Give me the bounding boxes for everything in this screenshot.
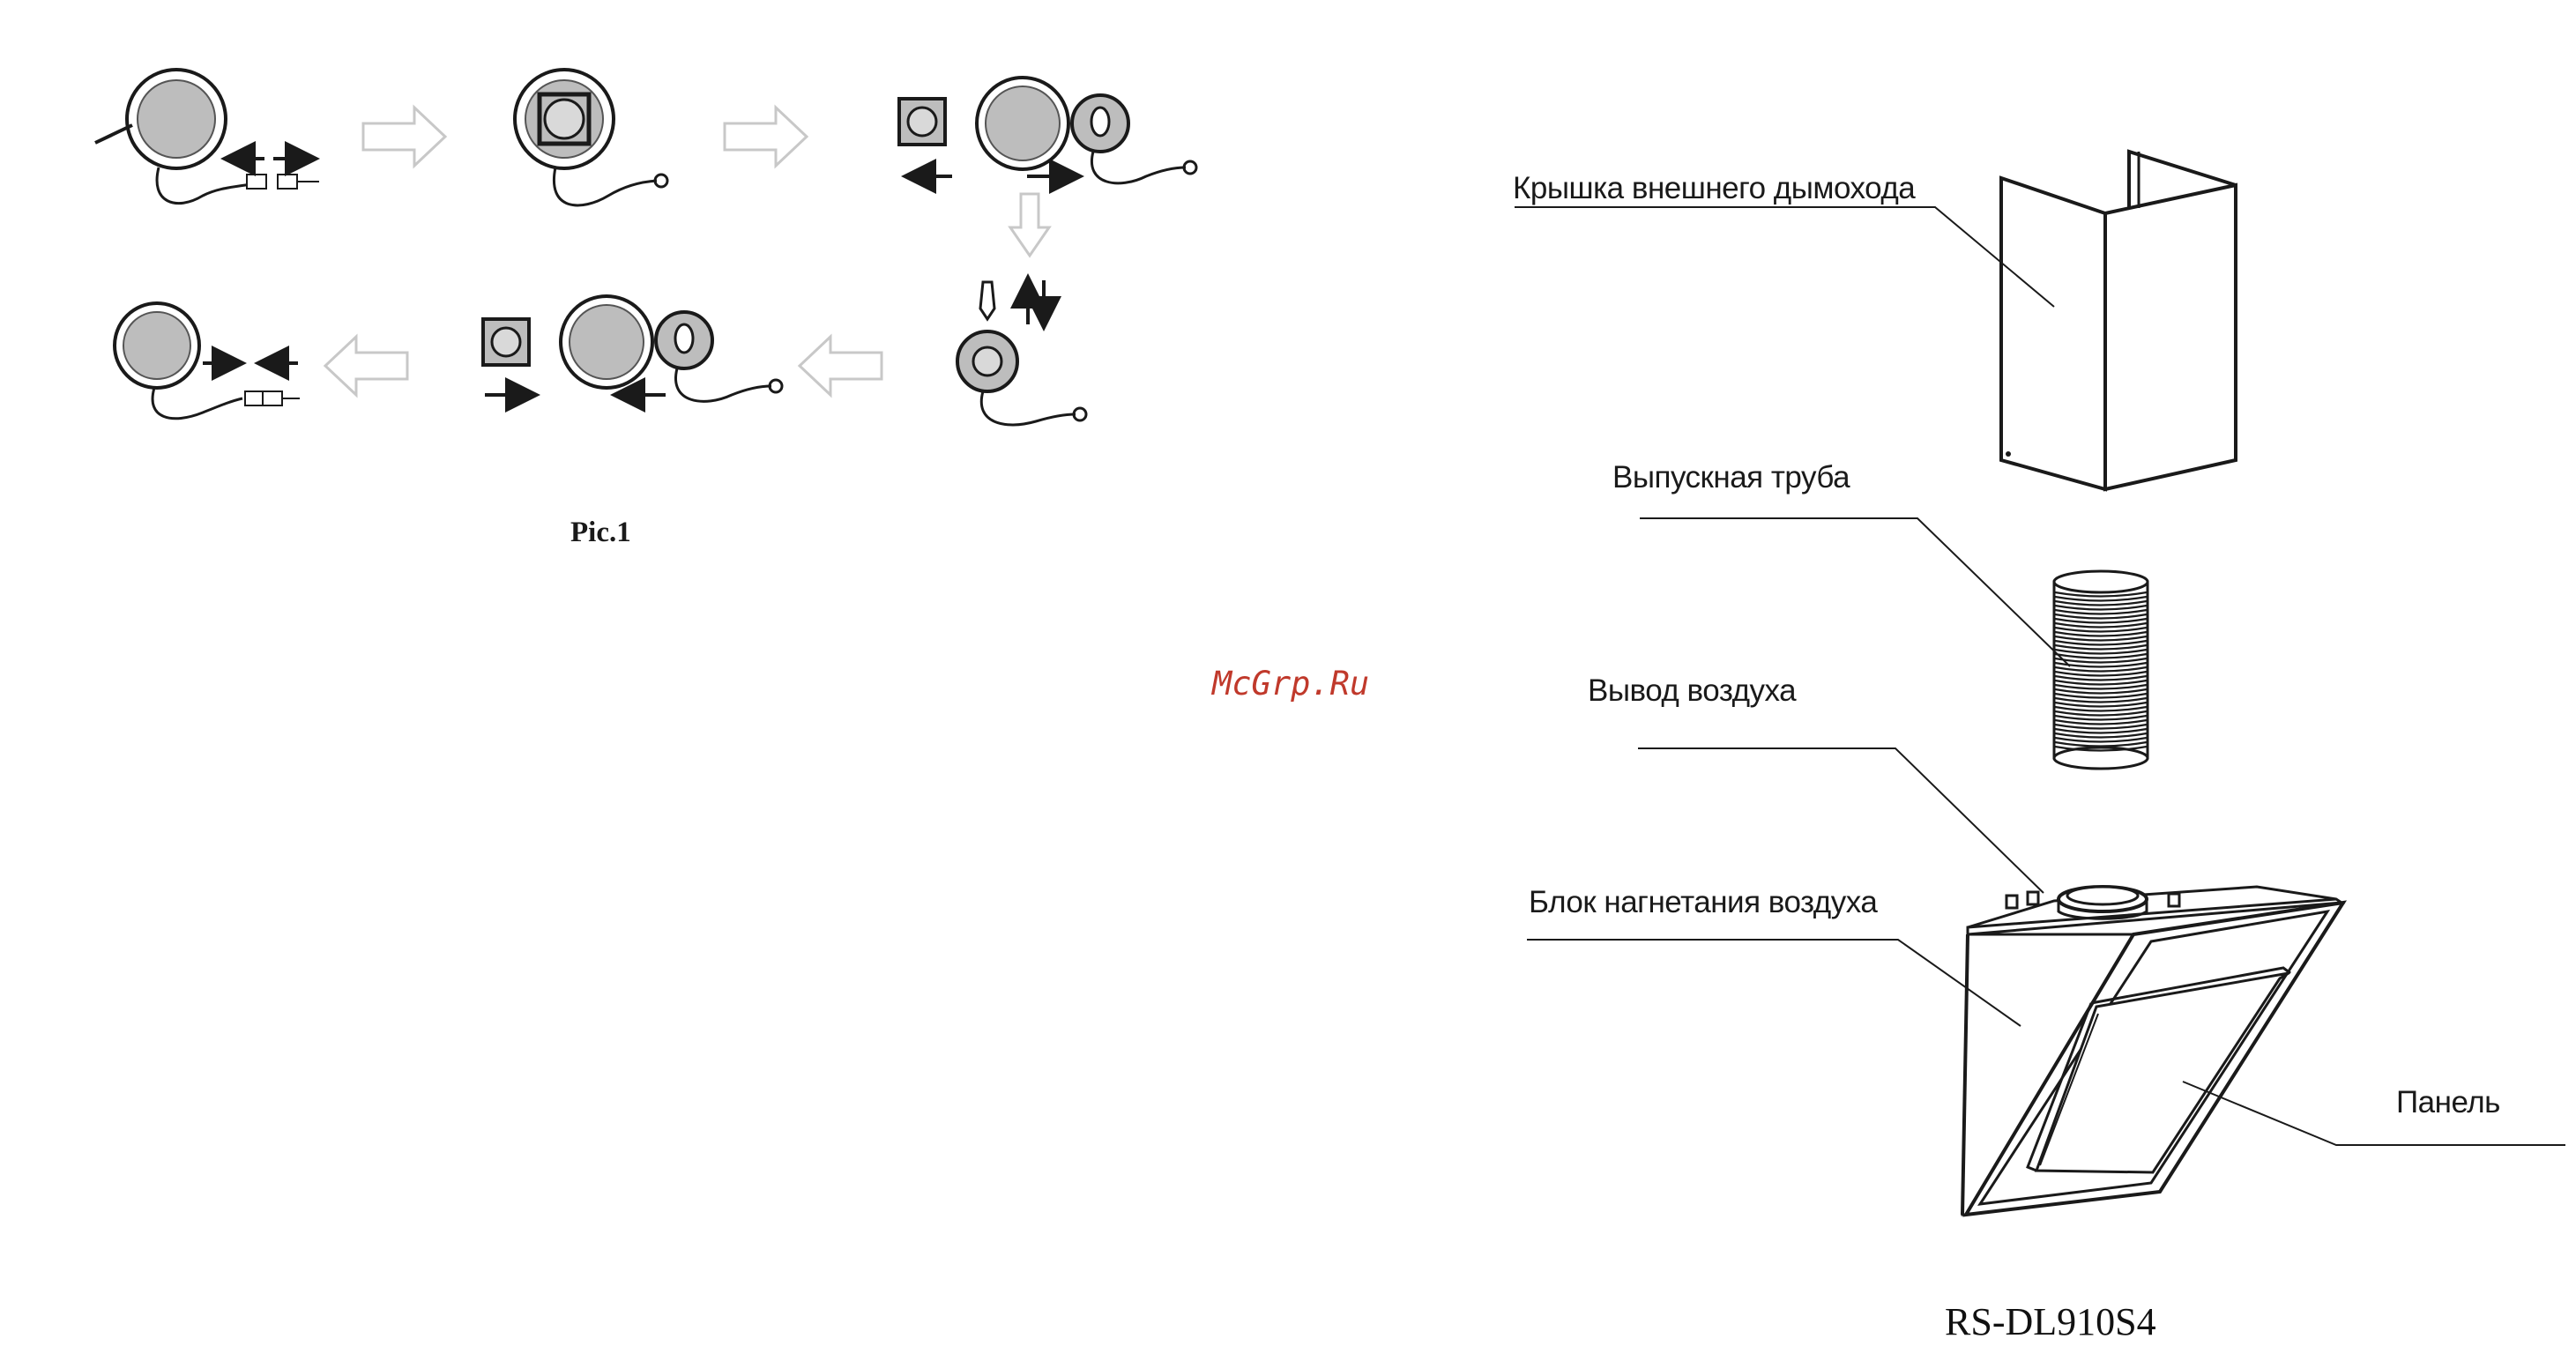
pic1-caption: Pic.1 <box>570 517 631 549</box>
label-air-outlet: Вывод воздуха <box>1588 673 1796 709</box>
step-4-knob-igniter <box>957 280 1086 425</box>
step-2-burner-bracket <box>515 70 667 205</box>
blower-unit-drawing <box>1962 887 2343 1215</box>
outline-arrow-right-1 <box>363 108 445 166</box>
model-number: RS-DL910S4 <box>1945 1299 2156 1344</box>
step-5-parts-joining <box>483 296 782 401</box>
outline-arrow-left-2 <box>325 337 407 395</box>
outline-arrow-left-1 <box>800 337 882 395</box>
outline-arrow-right-2 <box>725 108 807 166</box>
label-chimney-cover: Крышка внешнего дымохода <box>1513 171 1915 206</box>
label-blower-unit: Блок нагнетания воздуха <box>1529 885 1877 920</box>
step-3-parts-separated <box>899 78 1196 183</box>
step-1-burner-unplugged <box>95 70 319 204</box>
step-6-burner-plugged <box>115 303 300 419</box>
label-panel: Панель <box>2396 1085 2500 1120</box>
exhaust-pipe-drawing <box>2054 571 2148 769</box>
label-exhaust-pipe: Выпускная труба <box>1612 460 1850 495</box>
watermark-text: McGrp.Ru <box>1212 665 1369 703</box>
chimney-cover-drawing <box>2001 152 2236 489</box>
outline-arrow-down <box>1010 194 1049 256</box>
